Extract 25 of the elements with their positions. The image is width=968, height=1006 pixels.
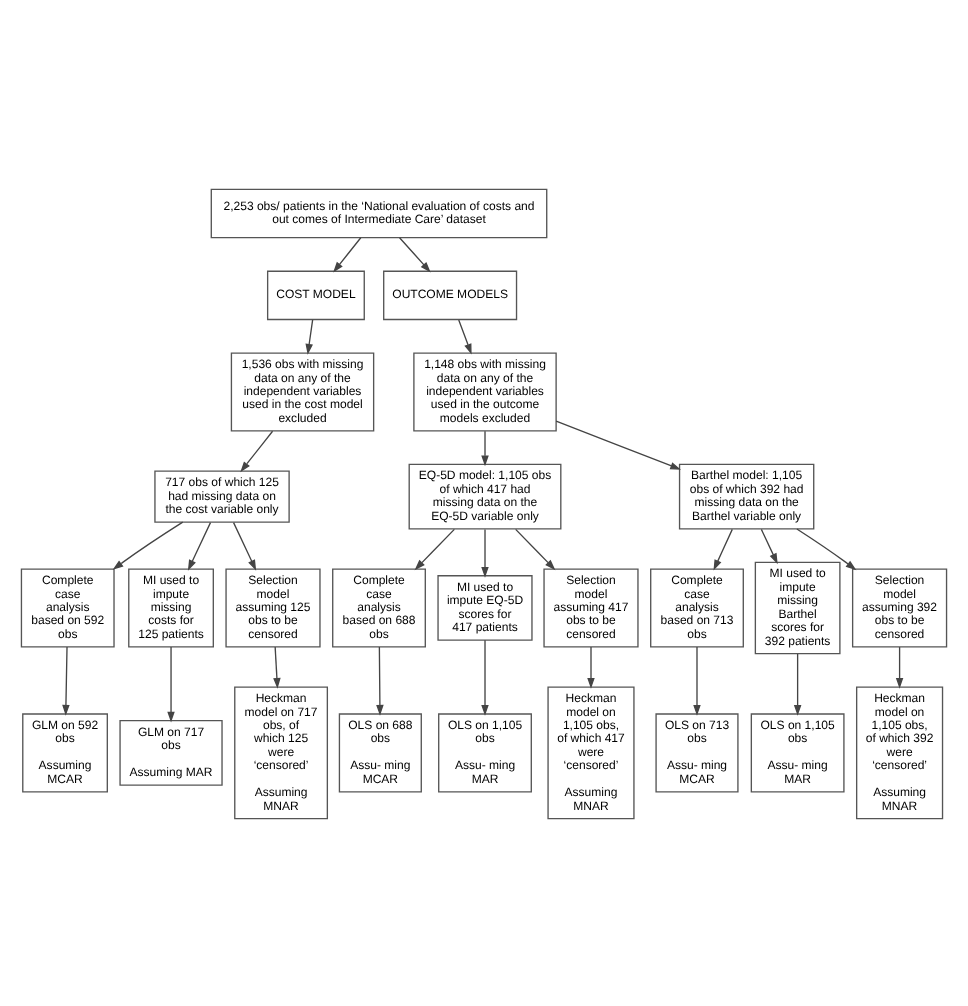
- arrow: [713, 527, 733, 570]
- arrow: [273, 645, 281, 688]
- arrow: [587, 645, 595, 688]
- arrow: [481, 429, 489, 466]
- arrow: [555, 419, 681, 469]
- arrow: [376, 645, 384, 715]
- arrow: [232, 520, 257, 570]
- arrow: [458, 318, 472, 354]
- arrow: [398, 236, 431, 272]
- arrow: [760, 527, 778, 564]
- arrow: [187, 520, 212, 570]
- arrow: [240, 429, 274, 472]
- arrow: [62, 645, 70, 715]
- arrow: [414, 527, 456, 570]
- arrow: [515, 527, 556, 570]
- arrow: [481, 527, 489, 577]
- arrow: [333, 236, 362, 272]
- arrow: [793, 652, 802, 715]
- arrow: [481, 638, 489, 715]
- arrow: [167, 645, 175, 722]
- arrow: [305, 318, 314, 354]
- arrow: [895, 645, 904, 688]
- arrow: [796, 527, 857, 570]
- arrow: [112, 520, 184, 569]
- arrow: [693, 645, 701, 715]
